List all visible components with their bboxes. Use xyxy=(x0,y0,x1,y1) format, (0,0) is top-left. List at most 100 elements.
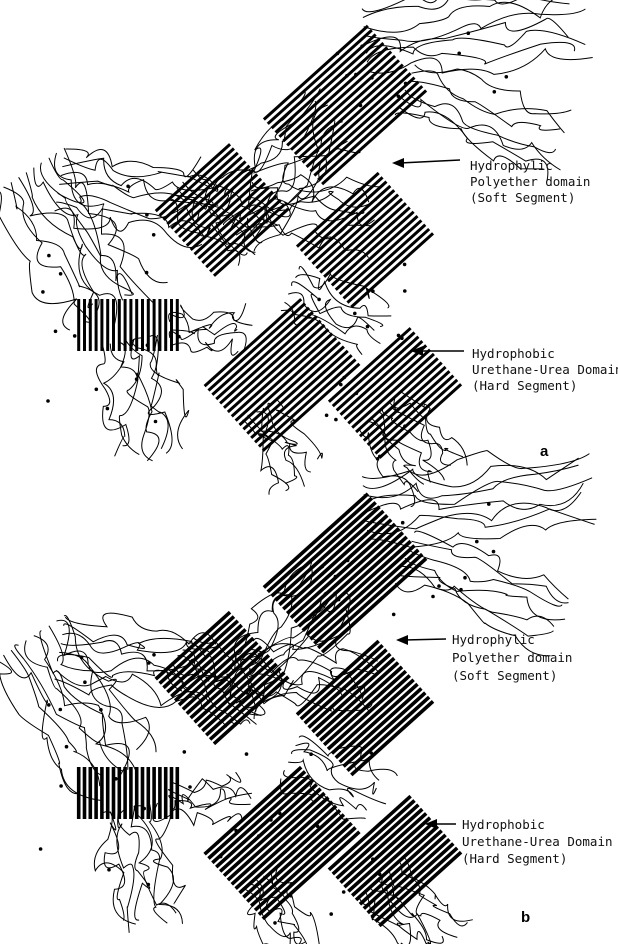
soft-label-line-1: Hydrophylic xyxy=(452,632,535,647)
chain-end-dot xyxy=(492,550,496,554)
chain-end-dot xyxy=(459,588,463,592)
soft-segment-chain xyxy=(64,148,168,283)
chain-end-dot xyxy=(126,185,130,189)
soft-segment-chains xyxy=(0,0,593,507)
chain-end-dot xyxy=(329,912,333,916)
hard-segment-block xyxy=(297,641,433,775)
chain-end-dot xyxy=(437,584,441,588)
chain-end-dot xyxy=(257,834,261,838)
hard-segment-bar xyxy=(312,190,394,264)
panel-b: Hydrophylic Polyether domain (Soft Segme… xyxy=(0,451,613,944)
chain-end-dot xyxy=(152,233,156,237)
soft-segment-chain xyxy=(405,558,565,620)
soft-segment-chain xyxy=(117,810,134,933)
soft-segment-arrowhead xyxy=(392,158,404,168)
chain-end-dot xyxy=(188,785,192,789)
soft-label-line-3: (Soft Segment) xyxy=(452,668,557,683)
soft-segment-chain xyxy=(366,492,581,529)
chain-end-dot xyxy=(83,680,87,684)
chain-end-dot xyxy=(371,289,375,293)
soft-segment-chain xyxy=(363,0,570,18)
chain-end-dot xyxy=(404,82,408,86)
soft-segment-chain xyxy=(4,655,102,801)
chain-end-dot xyxy=(106,407,110,411)
chain-end-dot xyxy=(273,921,277,925)
chain-end-dot xyxy=(354,73,358,77)
chain-end-dot xyxy=(337,598,341,602)
chain-end-dot xyxy=(355,392,359,396)
chain-end-dot xyxy=(334,575,338,579)
chain-end-dot xyxy=(376,457,380,461)
hard-segment-bar xyxy=(360,363,442,437)
chain-end-dot xyxy=(99,708,103,712)
chain-end-dot xyxy=(145,213,149,217)
chain-end-dot xyxy=(371,915,375,919)
soft-segment-chain xyxy=(0,191,77,330)
chain-end-dot xyxy=(46,399,50,403)
hard-segment-bar xyxy=(351,233,433,307)
chain-end-dot xyxy=(389,876,393,880)
hard-segment-block xyxy=(79,767,178,819)
hard-segment-bar xyxy=(340,220,422,294)
chain-end-dot xyxy=(346,559,350,563)
chain-end-dot xyxy=(73,334,77,338)
chain-end-dot xyxy=(487,502,491,506)
chain-end-dot xyxy=(147,661,151,665)
soft-segment-chain xyxy=(170,339,238,355)
chain-end-dot xyxy=(325,414,329,418)
panel-b-letter: b xyxy=(521,909,530,926)
hard-segment-bar xyxy=(305,182,387,256)
hard-segment-bar xyxy=(297,173,379,247)
chain-end-dot xyxy=(397,94,401,98)
hard-segment-bar xyxy=(368,371,450,445)
chain-end-dot xyxy=(505,75,509,79)
chain-end-dot xyxy=(47,254,51,258)
soft-segment-chain xyxy=(299,736,379,780)
chain-end-dot xyxy=(316,824,320,828)
hard-segment-bar xyxy=(375,380,457,454)
chain-end-dot xyxy=(366,325,370,329)
panel-a-letter: a xyxy=(540,443,549,460)
chain-end-dot xyxy=(400,336,404,340)
soft-segment-chain xyxy=(170,303,246,320)
hard-segment-bar xyxy=(344,225,426,299)
soft-segment-chain xyxy=(367,509,594,534)
chain-end-dot xyxy=(493,90,497,94)
hard-label-line-1: Hydrophobic xyxy=(472,346,555,361)
chain-end-dot xyxy=(317,298,321,302)
chain-end-dot xyxy=(403,289,407,293)
soft-segment-annotation: Hydrophylic Polyether domain (Soft Segme… xyxy=(396,632,572,683)
chain-end-dot xyxy=(359,104,363,108)
hard-segment-bar xyxy=(309,186,391,260)
chain-end-dot xyxy=(336,52,340,56)
panel-a: Hydrophylic Polyether domain (Soft Segme… xyxy=(0,0,618,507)
hard-label-line-3: (Hard Segment) xyxy=(472,378,577,393)
chain-end-dot xyxy=(59,708,63,712)
soft-segment-chain xyxy=(169,330,246,350)
soft-label-line-3: (Soft Segment) xyxy=(470,190,575,205)
hard-segment-bar xyxy=(379,384,461,458)
hard-label-line-2: Urethane-Urea Domain xyxy=(462,834,613,849)
soft-segment-chain xyxy=(170,772,241,792)
soft-segment-chain xyxy=(55,153,154,303)
soft-segment-chain xyxy=(365,18,568,51)
chain-end-dot xyxy=(342,890,346,894)
chain-end-dot xyxy=(431,595,435,599)
chain-end-dot xyxy=(463,576,467,580)
chain-end-dot xyxy=(147,883,151,887)
chain-end-dot xyxy=(369,751,373,755)
chain-end-dot xyxy=(397,334,401,338)
soft-segment-chain xyxy=(19,177,94,307)
chain-end-dot xyxy=(353,312,357,316)
soft-segment-chain xyxy=(402,566,554,626)
chain-end-dot xyxy=(392,613,396,617)
hard-segment-bar xyxy=(372,376,454,450)
hard-segment-bar xyxy=(316,195,398,269)
hard-segment-block xyxy=(156,144,289,276)
chain-end-dot xyxy=(475,540,479,544)
chain-end-dot xyxy=(219,855,223,859)
chain-end-dot xyxy=(309,752,313,756)
hard-segment-bar xyxy=(347,229,429,303)
chain-end-dot xyxy=(114,777,118,781)
